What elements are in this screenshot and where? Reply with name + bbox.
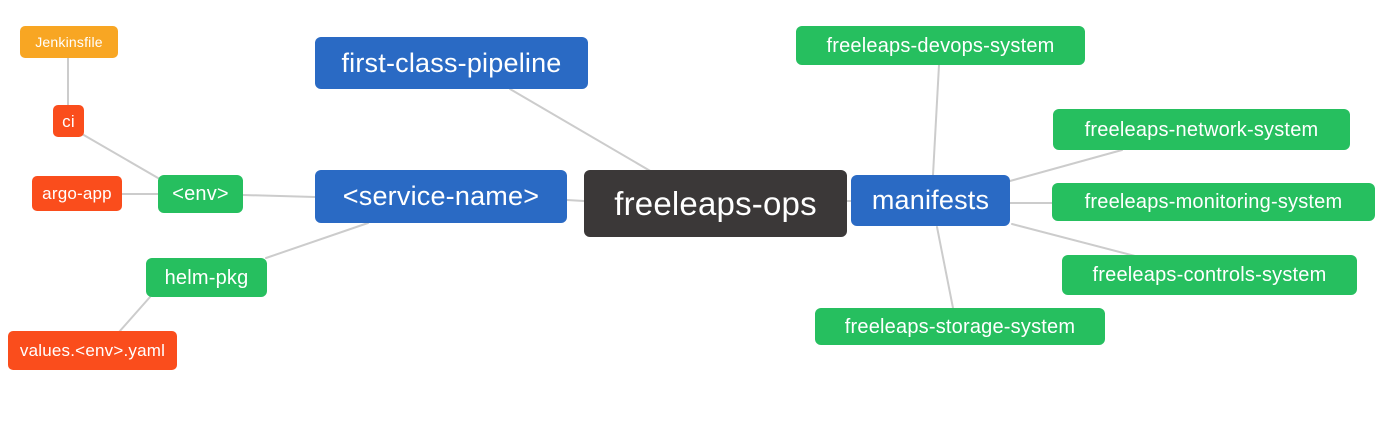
edge-service-name-to-helm-pkg [265,222,369,259]
mindmap-node-ci[interactable]: ci [53,105,84,137]
edge-manifests-to-freeleaps-controls-system [1011,223,1136,257]
edge-manifests-to-freeleaps-devops-system [932,64,940,176]
mindmap-node-freeleaps-storage-system[interactable]: freeleaps-storage-system [815,308,1105,345]
mindmap-node-first-class-pipeline[interactable]: first-class-pipeline [315,37,588,89]
mindmap-node-jenkinsfile[interactable]: Jenkinsfile [20,26,118,58]
mindmap-node-freeleaps-ops[interactable]: freeleaps-ops [584,170,847,237]
mindmap-node-argo-app[interactable]: argo-app [32,176,122,211]
edge-manifests-to-freeleaps-storage-system [936,226,954,309]
mindmap-node-service-name[interactable]: <service-name> [315,170,567,223]
mindmap-node-values-env-yaml[interactable]: values.<env>.yaml [8,331,177,370]
edge-manifests-to-freeleaps-network-system [1009,149,1123,182]
edge-env-to-service-name [242,194,316,198]
edge-helm-pkg-to-values-env-yaml [118,296,151,333]
mindmap-node-freeleaps-devops-system[interactable]: freeleaps-devops-system [796,26,1085,65]
mindmap-node-env[interactable]: <env> [158,175,243,213]
edge-first-class-pipeline-to-freeleaps-ops [509,88,653,173]
mindmap-node-helm-pkg[interactable]: helm-pkg [146,258,267,297]
mindmap-node-freeleaps-monitoring-system[interactable]: freeleaps-monitoring-system [1052,183,1375,221]
edge-ci-to-env [81,133,159,179]
edge-service-name-to-freeleaps-ops [566,199,585,202]
mindmap-node-manifests[interactable]: manifests [851,175,1010,226]
mindmap-node-freeleaps-controls-system[interactable]: freeleaps-controls-system [1062,255,1357,295]
mindmap-node-freeleaps-network-system[interactable]: freeleaps-network-system [1053,109,1350,150]
